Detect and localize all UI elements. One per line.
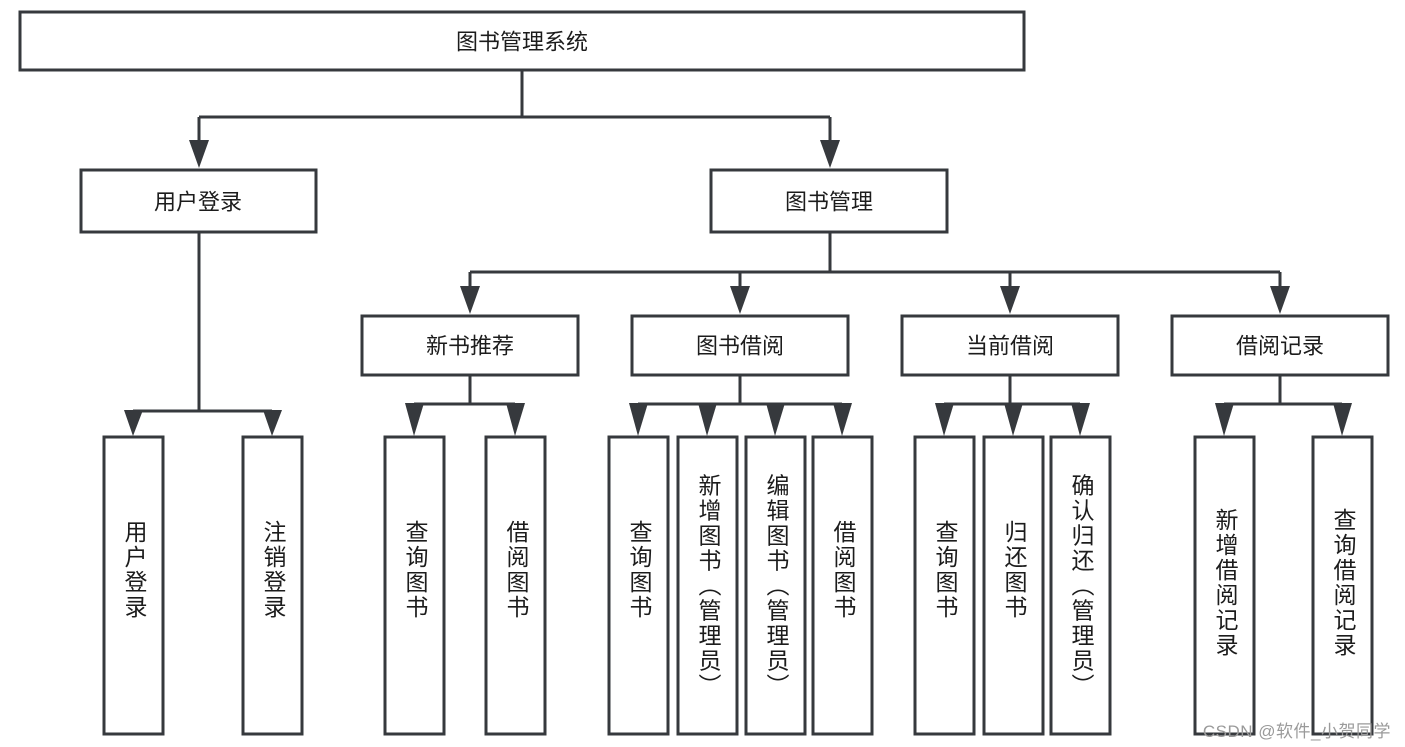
arrow-head-leaf-add-record: [1215, 403, 1234, 436]
node-leaf-query-book-2-box: [607, 435, 670, 736]
node-leaf-query-book-1[interactable]: 查询图书: [383, 435, 446, 736]
arrow-head-leaf-user-login: [124, 410, 143, 436]
arrow-head-leaf-query-book-2: [629, 403, 648, 436]
node-leaf-query-record-box: [1311, 435, 1374, 736]
node-leaf-confirm-return-label: 确认归还（管理员）: [1068, 474, 1095, 699]
node-root-label: 图书管理系统: [456, 30, 588, 55]
node-leaf-confirm-return-box: [1049, 435, 1112, 736]
node-leaf-query-record[interactable]: 查询借阅记录: [1311, 435, 1374, 736]
arrow-head-book-borrow: [730, 286, 750, 314]
node-root-box: [18, 10, 1026, 72]
node-book-borrow-box: [630, 314, 850, 377]
node-leaf-query-book-3-label: 查询图书: [932, 520, 959, 620]
arrow-head-leaf-query-record: [1333, 403, 1352, 436]
node-book-manage-box: [709, 168, 949, 234]
node-leaf-add-book-box: [676, 435, 739, 736]
node-leaf-confirm-return[interactable]: 确认归还（管理员）: [1049, 435, 1112, 736]
node-borrow-record[interactable]: 借阅记录: [1170, 314, 1390, 377]
node-leaf-user-logout-box: [241, 435, 304, 736]
arrow-head-book-manage: [820, 140, 840, 168]
node-leaf-borrow-book-1[interactable]: 借阅图书: [484, 435, 547, 736]
node-leaf-query-book-2[interactable]: 查询图书: [607, 435, 670, 736]
node-leaf-edit-book-label: 编辑图书（管理员）: [763, 474, 790, 699]
node-leaf-return-book[interactable]: 归还图书: [982, 435, 1045, 736]
arrow-head-leaf-borrow-book-2: [833, 403, 852, 436]
node-leaf-return-book-label: 归还图书: [1001, 520, 1028, 620]
node-current-borrow-label: 当前借阅: [966, 334, 1054, 359]
node-leaf-add-record[interactable]: 新增借阅记录: [1193, 435, 1256, 736]
node-leaf-query-book-3-box: [913, 435, 976, 736]
node-leaf-query-book-3[interactable]: 查询图书: [913, 435, 976, 736]
node-leaf-borrow-book-2-box: [811, 435, 874, 736]
node-user-login-label: 用户登录: [154, 190, 242, 215]
node-leaf-user-logout[interactable]: 注销登录: [241, 435, 304, 736]
node-leaf-edit-book[interactable]: 编辑图书（管理员）: [744, 435, 807, 736]
node-leaf-query-book-1-box: [383, 435, 446, 736]
arrow-head-leaf-user-logout: [263, 410, 282, 436]
node-user-login-box: [79, 168, 318, 234]
node-new-book-recommend-box: [360, 314, 580, 377]
node-leaf-borrow-book-2[interactable]: 借阅图书: [811, 435, 874, 736]
node-current-borrow-box: [900, 314, 1120, 377]
arrow-head-new-book-recommend: [460, 286, 480, 314]
node-user-login[interactable]: 用户登录: [79, 168, 318, 234]
node-leaf-user-logout-label: 注销登录: [260, 520, 287, 620]
node-leaf-user-login-label: 用户登录: [121, 520, 148, 620]
arrow-head-leaf-edit-book: [766, 403, 785, 436]
arrow-head-leaf-query-book-3: [935, 403, 954, 436]
node-current-borrow[interactable]: 当前借阅: [900, 314, 1120, 377]
node-book-borrow-label: 图书借阅: [696, 334, 784, 359]
node-leaf-borrow-book-1-label: 借阅图书: [503, 520, 530, 620]
node-leaf-query-book-2-label: 查询图书: [626, 520, 653, 620]
arrow-head-leaf-return-book: [1004, 403, 1023, 436]
arrow-head-leaf-query-book-1: [405, 403, 424, 436]
arrow-head-leaf-add-book: [698, 403, 717, 436]
node-leaf-return-book-box: [982, 435, 1045, 736]
node-leaf-add-book-label: 新增图书（管理员）: [695, 474, 722, 699]
node-borrow-record-label: 借阅记录: [1236, 334, 1324, 359]
node-new-book-recommend[interactable]: 新书推荐: [360, 314, 580, 377]
node-leaf-user-login-box: [102, 435, 165, 736]
arrow-head-user-login: [189, 140, 209, 168]
node-leaf-add-record-label: 新增借阅记录: [1212, 508, 1239, 658]
node-borrow-record-box: [1170, 314, 1390, 377]
node-leaf-edit-book-box: [744, 435, 807, 736]
node-leaf-query-record-label: 查询借阅记录: [1330, 508, 1357, 658]
node-root[interactable]: 图书管理系统: [18, 10, 1026, 72]
node-book-manage-label: 图书管理: [785, 190, 873, 215]
arrow-head-leaf-confirm-return: [1071, 403, 1090, 436]
node-leaf-borrow-book-2-label: 借阅图书: [830, 520, 857, 620]
arrow-head-current-borrow: [1000, 286, 1020, 314]
node-leaf-add-book[interactable]: 新增图书（管理员）: [676, 435, 739, 736]
node-new-book-recommend-label: 新书推荐: [426, 334, 514, 359]
arrow-head-leaf-borrow-book-1: [506, 403, 525, 436]
node-book-borrow[interactable]: 图书借阅: [630, 314, 850, 377]
node-leaf-add-record-box: [1193, 435, 1256, 736]
node-leaf-query-book-1-label: 查询图书: [402, 520, 429, 620]
node-leaf-user-login[interactable]: 用户登录: [102, 435, 165, 736]
arrow-head-borrow-record: [1270, 286, 1290, 314]
node-book-manage[interactable]: 图书管理: [709, 168, 949, 234]
csdn-watermark: CSDN @软件_小贺同学: [1202, 722, 1391, 741]
node-leaf-borrow-book-1-box: [484, 435, 547, 736]
